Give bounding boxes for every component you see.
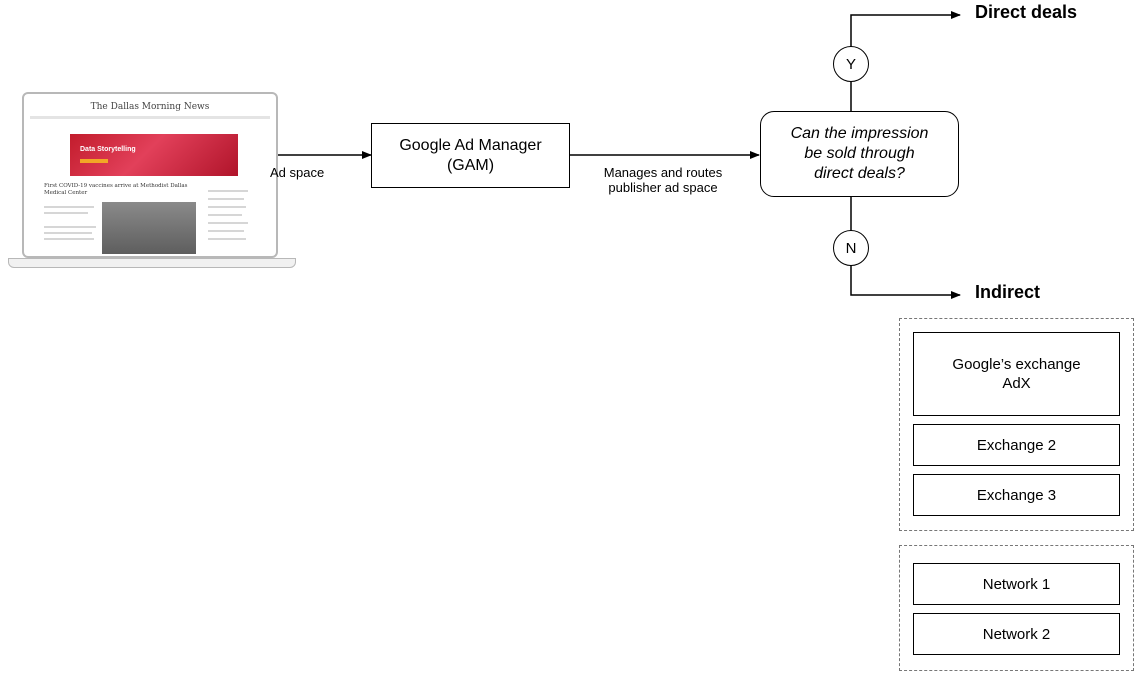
laptop-base	[8, 258, 296, 268]
network-2-box: Network 2	[913, 613, 1120, 655]
text-line	[44, 206, 94, 208]
text-line	[44, 212, 88, 214]
text-line	[44, 232, 92, 234]
newspaper-title: The Dallas Morning News	[90, 102, 210, 112]
decision-box: Can the impression be sold through direc…	[760, 111, 959, 197]
gam-line1: Google Ad Manager	[399, 136, 542, 154]
sidebar-line	[208, 222, 248, 224]
sidebar-line	[208, 214, 242, 216]
sidebar-line	[208, 198, 244, 200]
sidebar-line	[208, 230, 244, 232]
adx-line2: AdX	[1002, 375, 1031, 392]
direct-deals-label: Direct deals	[975, 2, 1078, 22]
newspaper-photo	[102, 202, 196, 254]
adx-box: Google’s exchange AdX	[913, 332, 1120, 416]
newspaper-nav	[30, 116, 270, 119]
banner-text: Data Storytelling	[80, 146, 136, 153]
network-1-label: Network 1	[982, 575, 1051, 593]
exchange-3-box: Exchange 3	[913, 474, 1120, 516]
decision-line3: direct deals?	[814, 165, 905, 182]
ad-banner: Data Storytelling	[70, 134, 238, 176]
text-line	[44, 226, 96, 228]
network-2-label: Network 2	[982, 625, 1051, 643]
sidebar-line	[208, 190, 248, 192]
sidebar-line	[208, 206, 246, 208]
decision-line1: Can the impression	[790, 125, 929, 142]
manages-label-line1: Manages and routes	[603, 165, 723, 180]
newspaper-headline: First COVID-19 vaccines arrive at Method…	[44, 183, 188, 196]
exchange-2-box: Exchange 2	[913, 424, 1120, 466]
indirect-label: Indirect	[975, 282, 1041, 302]
network-1-box: Network 1	[913, 563, 1120, 605]
laptop-screen: The Dallas Morning News Data Storytellin…	[22, 92, 278, 258]
gam-line2: (GAM)	[446, 156, 495, 174]
yes-circle: Y	[833, 46, 869, 82]
manages-label-line2: publisher ad space	[608, 180, 718, 195]
arrow-to-indirect	[850, 197, 961, 299]
exchange-2-label: Exchange 2	[976, 436, 1057, 454]
decision-line2: be sold through	[804, 145, 915, 162]
gam-box: Google Ad Manager (GAM)	[371, 123, 570, 188]
text-line	[44, 238, 94, 240]
exchange-3-label: Exchange 3	[976, 486, 1057, 504]
adx-line1: Google’s exchange	[952, 356, 1081, 373]
sidebar-line	[208, 238, 246, 240]
banner-button	[80, 159, 108, 163]
no-circle: N	[833, 230, 869, 266]
ad-space-label: Ad space	[270, 165, 325, 180]
manages-label: Manages and routes publisher ad space	[588, 165, 738, 195]
